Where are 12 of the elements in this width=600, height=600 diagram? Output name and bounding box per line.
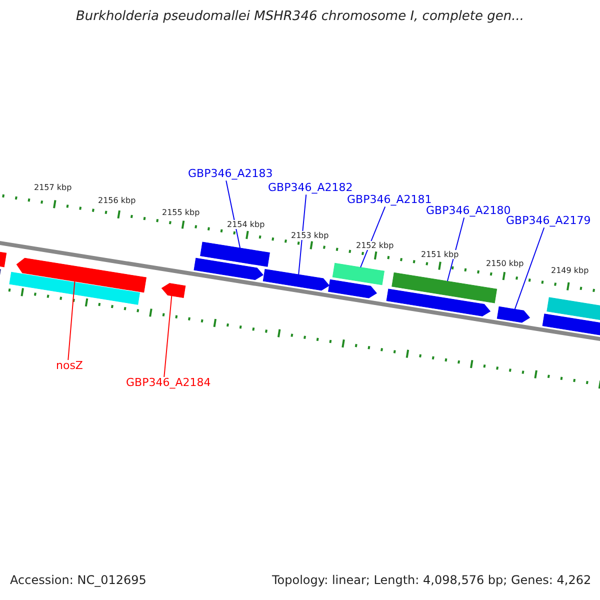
scale-label: 2150 kbp bbox=[486, 259, 524, 268]
scale-label: 2152 kbp bbox=[356, 241, 394, 250]
scale-label: 2154 kbp bbox=[227, 220, 265, 230]
scale-label: 2157 kbp bbox=[34, 183, 72, 192]
scale-label: 2149 kbp bbox=[551, 266, 589, 276]
scale-label: 2155 kbp bbox=[162, 208, 200, 218]
genome-stats-text: Topology: linear; Length: 4,098,576 bp; Genes: 4,262 bbox=[272, 574, 592, 588]
scale-label: 2156 kbp bbox=[98, 196, 136, 206]
accession-text: Accession: NC_012695 bbox=[10, 574, 146, 588]
title-text: Burkholderia pseudomallei MSHR346 chromosome I, complete gen... bbox=[74, 10, 526, 25]
scale-label: 2151 kbp bbox=[421, 250, 459, 260]
scale-label: 2153 kbp bbox=[291, 231, 329, 240]
